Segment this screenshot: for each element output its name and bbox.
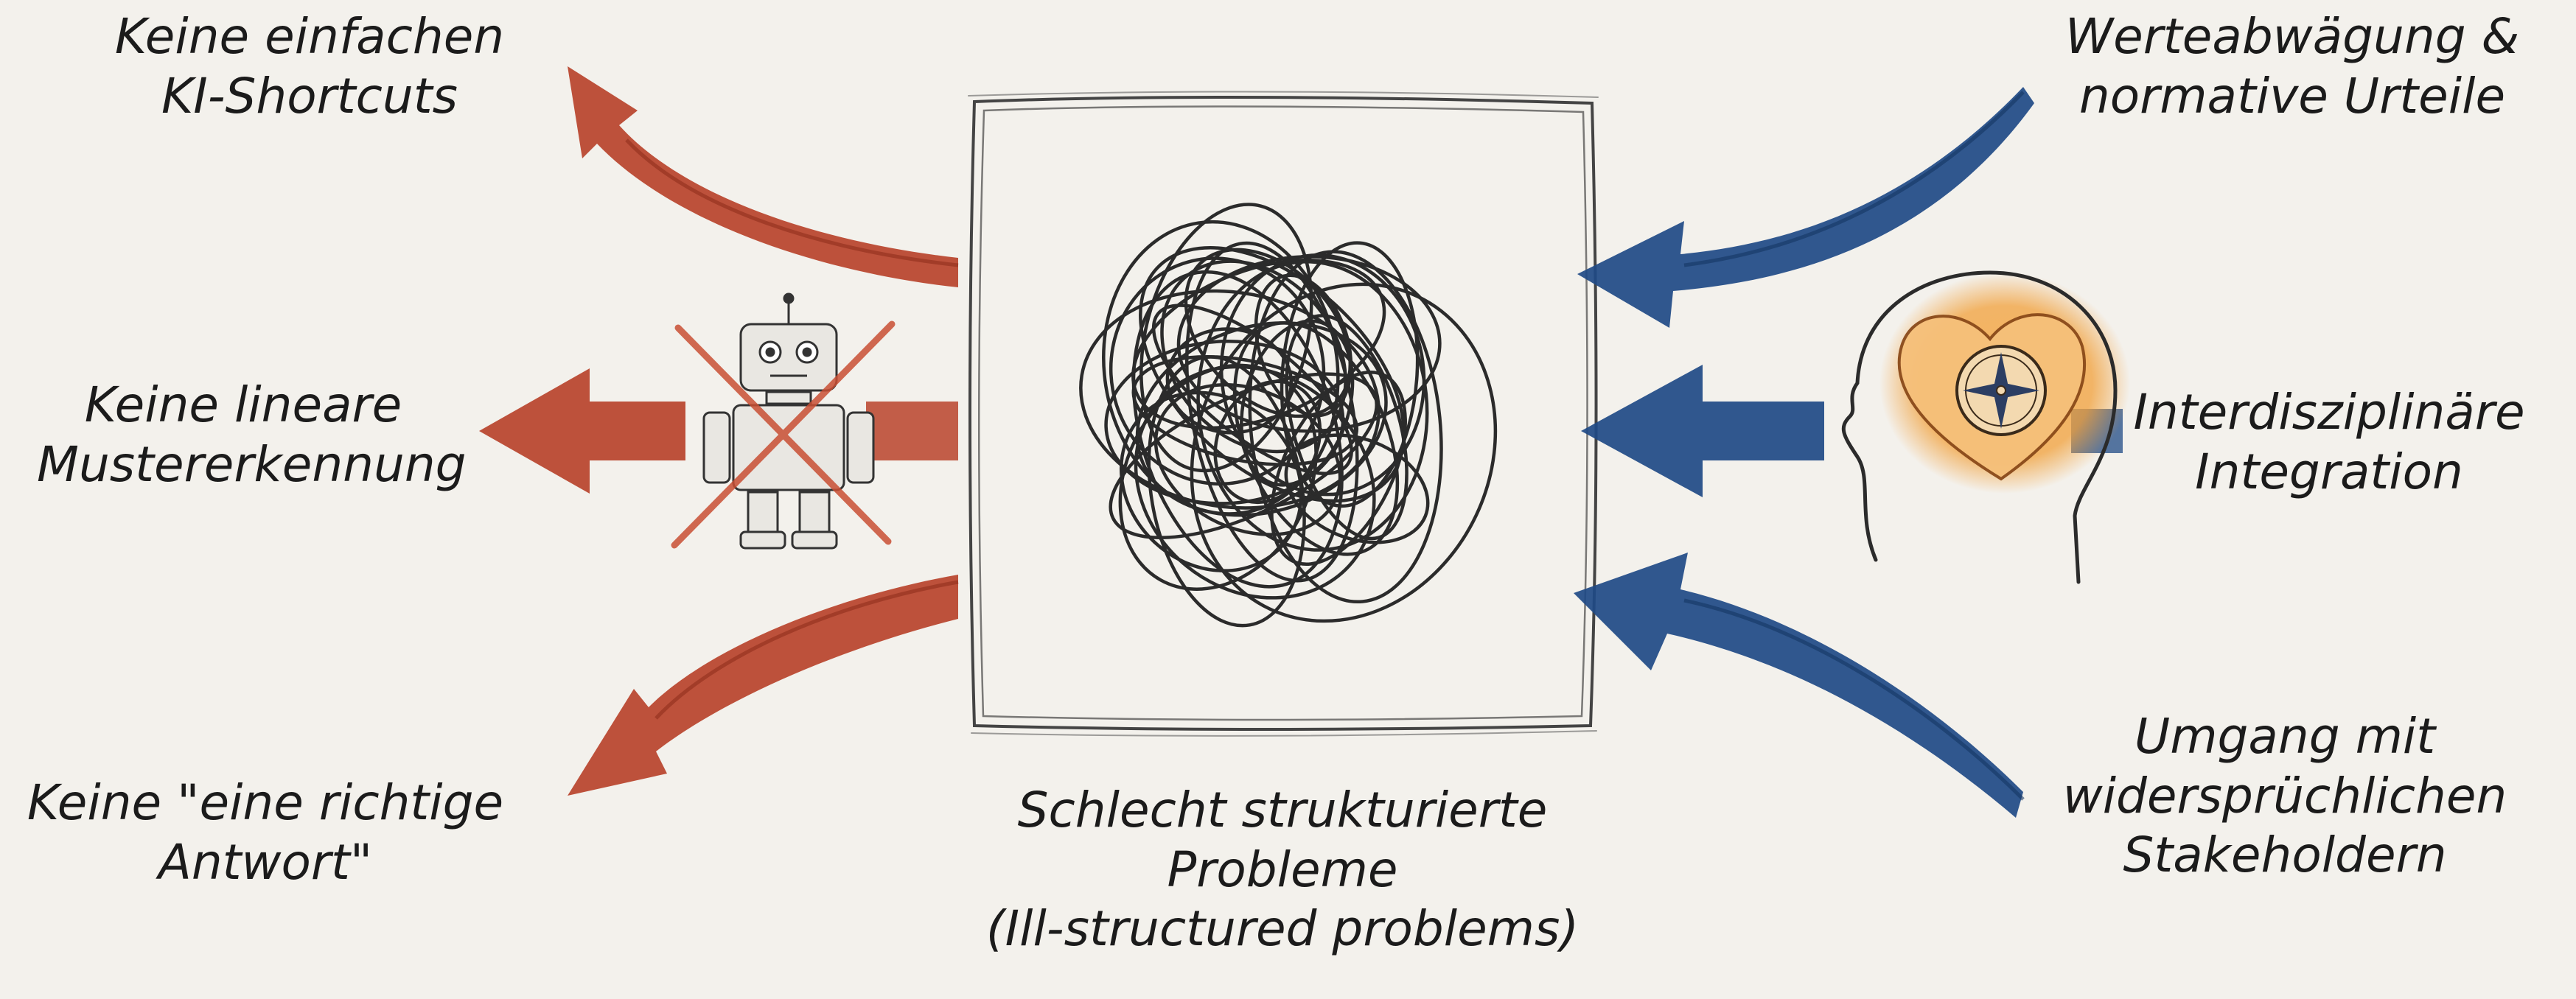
arrow-one-answer xyxy=(568,575,959,796)
tangle-loop xyxy=(1232,320,1400,556)
tangle-loop xyxy=(1139,203,1313,473)
tangle-loop xyxy=(1184,248,1352,418)
arrow-stakeholders xyxy=(1574,553,2025,818)
tangle-loop xyxy=(1102,220,1340,516)
tangle-loop xyxy=(1240,319,1355,487)
tangle-loop xyxy=(1135,321,1388,517)
tangle-loop xyxy=(1109,256,1326,486)
tangle-loop xyxy=(1139,246,1406,503)
arrow-shortcuts xyxy=(568,66,959,287)
tangle-loop xyxy=(1134,365,1376,600)
crossed-out-x-icon xyxy=(671,320,896,549)
right-label-values: Werteabwägung &normative Urteile xyxy=(2064,8,2520,125)
tangle-loop xyxy=(1153,382,1342,536)
tangle-loop xyxy=(1254,273,1353,418)
tangle-loop xyxy=(1248,250,1443,604)
arrow-linear xyxy=(479,368,958,494)
robot-icon xyxy=(702,292,875,550)
tangle-loop xyxy=(1196,260,1429,552)
tangle-loop xyxy=(1270,370,1407,567)
tangle-icon xyxy=(1079,203,1498,628)
compass-icon xyxy=(1955,345,2047,436)
arrow-values xyxy=(1577,87,2034,328)
problem-frame xyxy=(968,91,1599,737)
tangle-loop xyxy=(1190,282,1498,623)
tangle-loop xyxy=(1118,363,1318,591)
